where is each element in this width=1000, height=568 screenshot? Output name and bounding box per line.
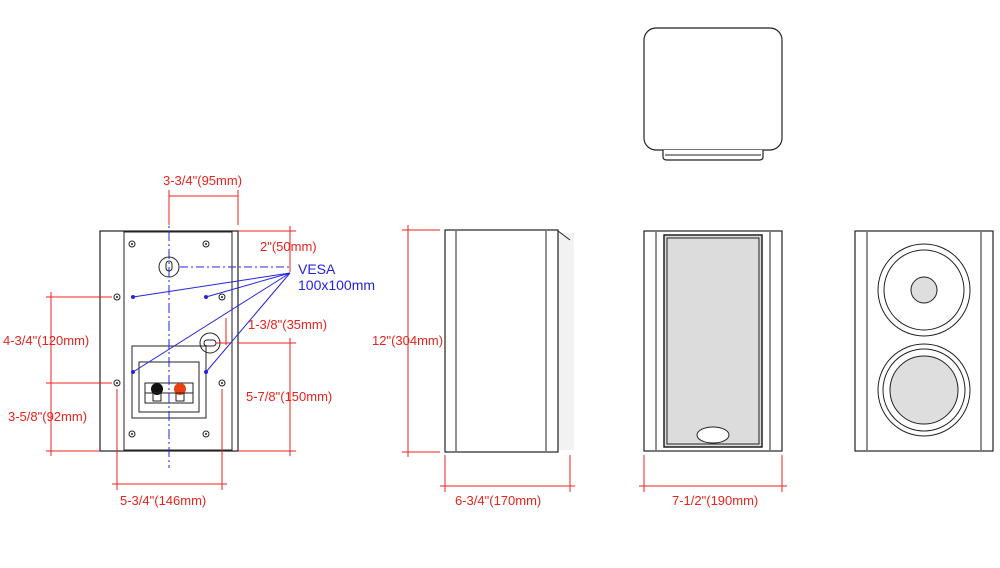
height-label: 12"(304mm) xyxy=(372,333,443,348)
front-drivers-view xyxy=(854,230,994,452)
vesa-offset-label: 2"(50mm) xyxy=(260,239,317,254)
hole-height-upper-label: 4-3/4"(120mm) xyxy=(3,333,89,348)
vesa-label: VESA xyxy=(298,261,336,277)
rear-dimension-lines xyxy=(46,190,296,490)
screw-holes xyxy=(113,240,226,438)
rear-view xyxy=(99,195,290,468)
top-view xyxy=(643,27,783,161)
front-width-label: 7-1/2"(190mm) xyxy=(672,493,758,508)
hole-height-lower-label: 3-5/8"(92mm) xyxy=(8,409,87,424)
top-width-label: 3-3/4"(95mm) xyxy=(163,173,242,188)
rear-width-label: 5-3/4"(146mm) xyxy=(120,493,206,508)
side-view xyxy=(402,225,575,492)
depth-label: 6-3/4"(170mm) xyxy=(455,493,541,508)
vesa-size-label: 100x100mm xyxy=(298,277,375,293)
keyhole-to-bottom-label: 5-7/8"(150mm) xyxy=(246,389,332,404)
vesa-leader-lines xyxy=(131,272,291,374)
keyhole-offset-label: 1-3/8"(35mm) xyxy=(248,317,327,332)
front-grille-view xyxy=(639,230,787,492)
